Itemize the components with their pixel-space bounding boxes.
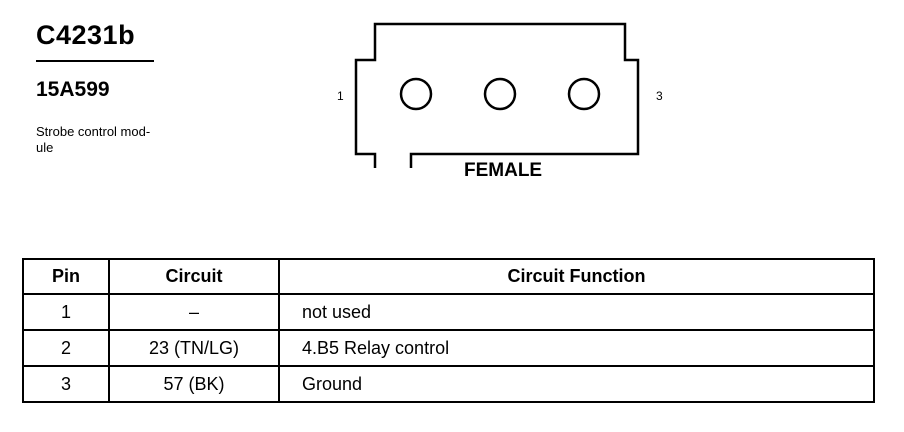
- pin-cavity-1: [399, 77, 433, 111]
- header-pin: Pin: [22, 258, 110, 295]
- gender-label: FEMALE: [464, 160, 543, 181]
- pin-label-right: 3: [656, 89, 663, 103]
- table-header-row: Pin Circuit Circuit Function: [22, 258, 875, 295]
- pin-cell: 2: [22, 329, 110, 367]
- pin-cell: 3: [22, 365, 110, 403]
- table-row: 2 23 (TN/LG) 4.B5 Relay control: [22, 329, 875, 367]
- title-underline: [36, 60, 154, 62]
- pin-cavity-3: [567, 77, 601, 111]
- function-cell: 4.B5 Relay control: [278, 329, 875, 367]
- connector-description: Strobe control mod- ule: [36, 124, 151, 155]
- pin-cavity-2: [483, 77, 517, 111]
- circuit-cell: 23 (TN/LG): [108, 329, 280, 367]
- table-row: 3 57 (BK) Ground: [22, 365, 875, 403]
- part-number: 15A599: [36, 78, 110, 101]
- pin-label-left: 1: [337, 89, 344, 103]
- header-circuit: Circuit: [108, 258, 280, 295]
- circuit-cell: –: [108, 293, 280, 331]
- function-cell: not used: [278, 293, 875, 331]
- header-circuit-function: Circuit Function: [278, 258, 875, 295]
- function-cell: Ground: [278, 365, 875, 403]
- connector-face-diagram: 1 3: [337, 22, 663, 168]
- pinout-table: Pin Circuit Circuit Function 1 – not use…: [22, 258, 875, 403]
- table-row: 1 – not used: [22, 293, 875, 331]
- circuit-cell: 57 (BK): [108, 365, 280, 403]
- pin-cell: 1: [22, 293, 110, 331]
- connector-code: C4231b: [36, 20, 136, 50]
- connector-outline: [354, 22, 640, 168]
